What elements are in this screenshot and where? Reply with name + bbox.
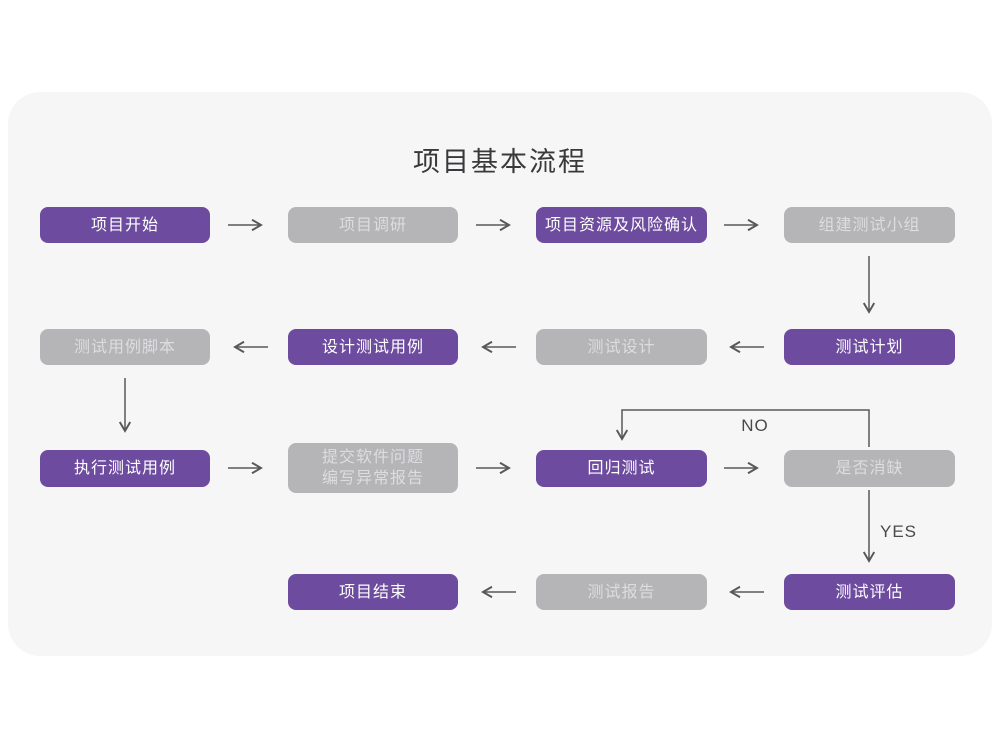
flow-node-project-research: 项目调研 (288, 207, 458, 243)
flow-node-test-report: 测试报告 (536, 574, 707, 610)
flow-node-defect-cleared: 是否消缺 (784, 450, 955, 487)
flow-node-resources-risk-confirm: 项目资源及风险确认 (536, 207, 707, 243)
flow-node-test-evaluation: 测试评估 (784, 574, 955, 610)
flow-node-form-test-team: 组建测试小组 (784, 207, 955, 243)
flow-node-execute-test-cases: 执行测试用例 (40, 450, 210, 487)
flowchart-card (8, 92, 992, 656)
flow-node-test-plan: 测试计划 (784, 329, 955, 365)
flow-node-project-start: 项目开始 (40, 207, 210, 243)
page-title: 项目基本流程 (413, 147, 587, 177)
flow-node-project-end: 项目结束 (288, 574, 458, 610)
flow-node-test-case-script: 测试用例脚本 (40, 329, 210, 365)
yes-branch-label: YES (880, 522, 918, 541)
flow-node-design-test-cases: 设计测试用例 (288, 329, 458, 365)
no-branch-label: NO (741, 416, 769, 435)
flow-node-submit-issue-report: 提交软件问题 编写异常报告 (288, 443, 458, 493)
flow-node-regression-test: 回归测试 (536, 450, 707, 487)
flow-node-test-design: 测试设计 (536, 329, 707, 365)
arrow-no-loop (622, 409, 870, 447)
